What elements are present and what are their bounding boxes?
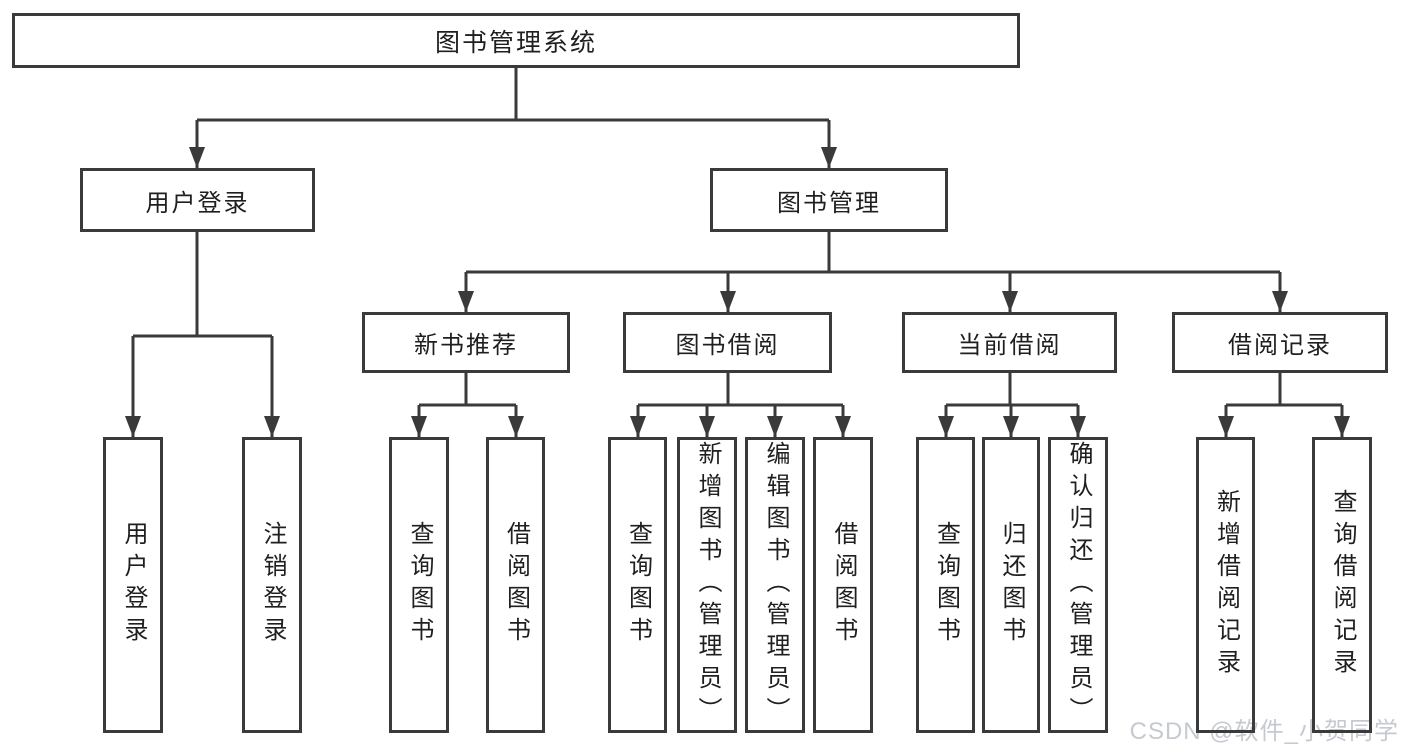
leaf-br-add-record: 新增借阅记录 (1196, 437, 1255, 733)
connector-user-login-branch (133, 232, 272, 338)
leaf-label: 确认归还（管理员） (1065, 441, 1092, 729)
leaf-label: 归还图书 (998, 521, 1025, 649)
leaf-cb-confirm-return-admin: 确认归还（管理员） (1048, 437, 1108, 733)
leaf-label: 查询图书 (624, 521, 652, 649)
leaf-nb-query-books: 查询图书 (389, 437, 449, 733)
leaf-bb-query-books: 查询图书 (608, 437, 667, 733)
leaf-label: 借阅图书 (830, 521, 857, 649)
node-book-management: 图书管理 (710, 168, 948, 232)
leaf-nb-borrow-books: 借阅图书 (486, 437, 545, 733)
node-label: 用户登录 (145, 189, 250, 217)
leaf-label: 新增借阅记录 (1212, 489, 1240, 681)
connector-new-book-branch (419, 373, 516, 407)
leaf-cb-return-books: 归还图书 (982, 437, 1040, 733)
connector-book-borrow-branch (638, 373, 843, 407)
leaf-bb-borrow-books: 借阅图书 (813, 437, 873, 733)
node-label: 新书推荐 (414, 332, 518, 359)
connector-current-borrow-branch (946, 373, 1078, 407)
connector-borrow-records-branch (1226, 373, 1342, 407)
leaf-label: 用户登录 (120, 521, 147, 649)
leaf-label: 注销登录 (259, 521, 286, 649)
connector-book-management-branch (466, 232, 1280, 274)
leaf-user-login: 用户登录 (103, 437, 163, 733)
connector-root-branch (197, 68, 829, 122)
leaf-label: 新增图书（管理员） (694, 441, 721, 729)
leaf-label: 查询借阅记录 (1329, 489, 1356, 681)
node-label: 图书管理系统 (434, 28, 597, 57)
leaf-bb-add-books-admin: 新增图书（管理员） (677, 437, 737, 733)
node-current-borrow: 当前借阅 (902, 312, 1117, 373)
node-root-book-management-system: 图书管理系统 (12, 13, 1020, 68)
leaf-br-query-record: 查询借阅记录 (1312, 437, 1372, 733)
node-book-borrow: 图书借阅 (623, 312, 832, 373)
leaf-label: 查询图书 (406, 521, 433, 649)
node-label: 当前借阅 (957, 332, 1062, 359)
leaf-bb-edit-books-admin: 编辑图书（管理员） (745, 437, 805, 733)
node-label: 图书借阅 (675, 332, 780, 359)
node-new-book-recommend: 新书推荐 (362, 312, 570, 373)
leaf-label: 查询图书 (932, 521, 960, 649)
csdn-watermark: CSDN @软件_小贺同学 (1129, 718, 1399, 745)
leaf-cb-query-books: 查询图书 (916, 437, 975, 733)
node-label: 借阅记录 (1228, 332, 1332, 359)
node-borrow-records: 借阅记录 (1172, 312, 1388, 373)
leaf-label: 借阅图书 (502, 521, 530, 649)
node-user-login: 用户登录 (80, 168, 315, 232)
node-label: 图书管理 (777, 189, 881, 217)
leaf-logout: 注销登录 (242, 437, 302, 733)
leaf-label: 编辑图书（管理员） (762, 441, 789, 729)
